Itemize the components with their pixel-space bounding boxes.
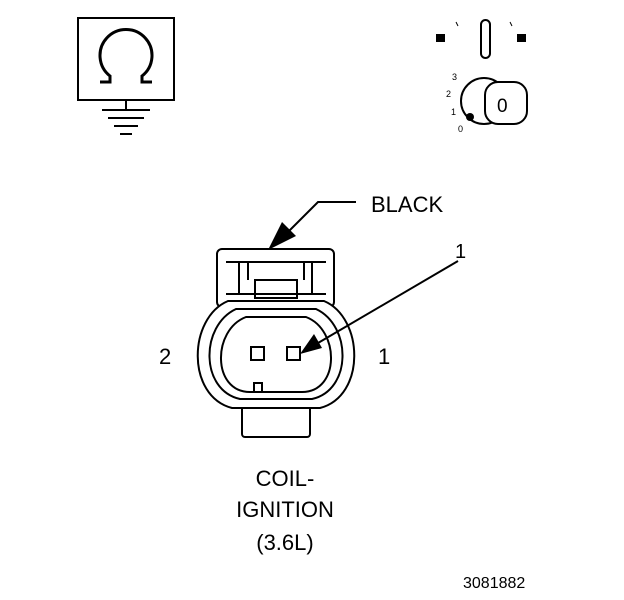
figure-number: 3081882 — [463, 575, 525, 592]
ohmmeter-ground-icon — [77, 17, 175, 135]
cavity-label-right: 1 — [378, 344, 390, 369]
cavity-label-left: 2 — [159, 344, 171, 369]
ignition-switch-off-icon: 3 2 1 0 0 — [436, 19, 528, 134]
switch-position-0: 0 — [458, 124, 463, 134]
connector-color-label: BLACK — [371, 192, 443, 217]
pin-callout-leader — [300, 260, 459, 354]
caption-line-2: IGNITION — [236, 497, 334, 522]
caption-line-3: (3.6L) — [256, 530, 313, 555]
ignition-coil-connector — [196, 248, 356, 438]
switch-position-1: 1 — [451, 107, 456, 117]
switch-position-3: 3 — [452, 72, 457, 82]
terminal-2 — [250, 346, 265, 361]
key-position-label: 0 — [497, 96, 508, 117]
pin-callout-number: 1 — [455, 241, 466, 263]
terminal-1 — [286, 346, 301, 361]
switch-position-2: 2 — [446, 89, 451, 99]
color-callout-leader — [268, 201, 356, 250]
caption-line-1: COIL- — [256, 466, 315, 491]
